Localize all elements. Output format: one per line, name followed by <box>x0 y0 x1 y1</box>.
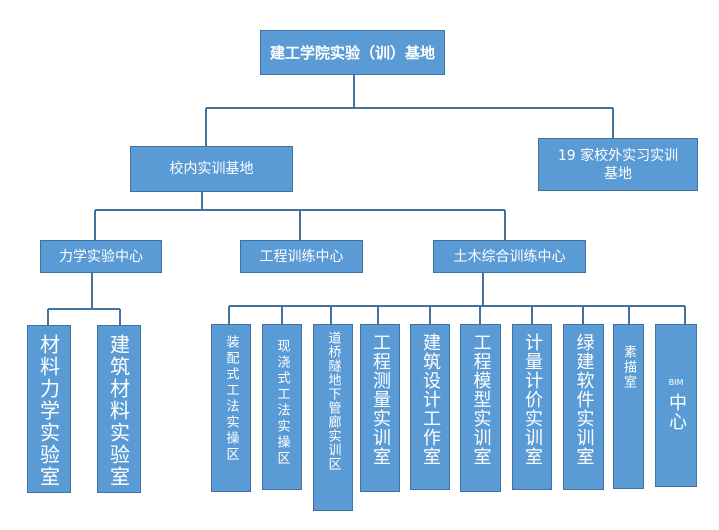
bim-suffix: 中心 <box>666 393 687 431</box>
inner-base-node: 校内实训基地 <box>130 146 293 192</box>
lab-prefab-method: 装配式工法实操区 <box>211 324 251 492</box>
lab-architectural-design: 建筑设计工作室 <box>410 324 450 490</box>
lab-building-materials: 建筑材料实验室 <box>97 325 141 493</box>
lab-label: 计量计价实训室 <box>522 333 543 466</box>
lab-bim-center: BIM 中心 <box>655 324 697 487</box>
lab-bridge-tunnel: 道桥隧地下管廊实训区 <box>313 324 353 511</box>
civil-center-label: 土木综合训练中心 <box>453 248 566 265</box>
lab-material-mechanics: 材料力学实验室 <box>27 325 71 493</box>
lab-label: 装配式工法实操区 <box>223 335 239 463</box>
lab-label: 素描室 <box>621 345 636 390</box>
engineering-center-label: 工程训练中心 <box>259 248 344 265</box>
lab-label: 建筑设计工作室 <box>420 333 441 466</box>
lab-label: 现浇式工法实操区 <box>274 339 290 467</box>
lab-label: 道桥隧地下管廊实训区 <box>325 331 341 471</box>
engineering-center-node: 工程训练中心 <box>240 240 363 273</box>
civil-center-node: 土木综合训练中心 <box>433 240 586 273</box>
root-label: 建工学院实验（训）基地 <box>269 43 435 62</box>
lab-surveying: 工程测量实训室 <box>360 324 400 492</box>
outer-base-label: 19 家校外实习实训基地 <box>557 147 679 182</box>
outer-base-node: 19 家校外实习实训基地 <box>538 138 698 191</box>
lab-cost-estimation: 计量计价实训室 <box>512 324 552 490</box>
lab-label: 绿建软件实训室 <box>573 333 595 466</box>
lab-sketch-room: 素描室 <box>613 324 644 489</box>
lab-engineering-model: 工程模型实训室 <box>460 324 501 492</box>
lab-label: 工程模型实训室 <box>470 333 492 466</box>
root-node: 建工学院实验（训）基地 <box>260 30 445 75</box>
mechanics-center-label: 力学实验中心 <box>59 248 143 265</box>
mechanics-center-node: 力学实验中心 <box>40 240 162 273</box>
lab-label: 材料力学实验室 <box>36 334 61 488</box>
inner-base-label: 校内实训基地 <box>169 161 254 177</box>
lab-green-building-software: 绿建软件实训室 <box>563 324 604 490</box>
lab-label: 建筑材料实验室 <box>106 334 131 488</box>
lab-cast-in-place: 现浇式工法实操区 <box>262 324 302 490</box>
lab-label: 工程测量实训室 <box>370 333 391 466</box>
bim-prefix: BIM <box>668 378 684 387</box>
